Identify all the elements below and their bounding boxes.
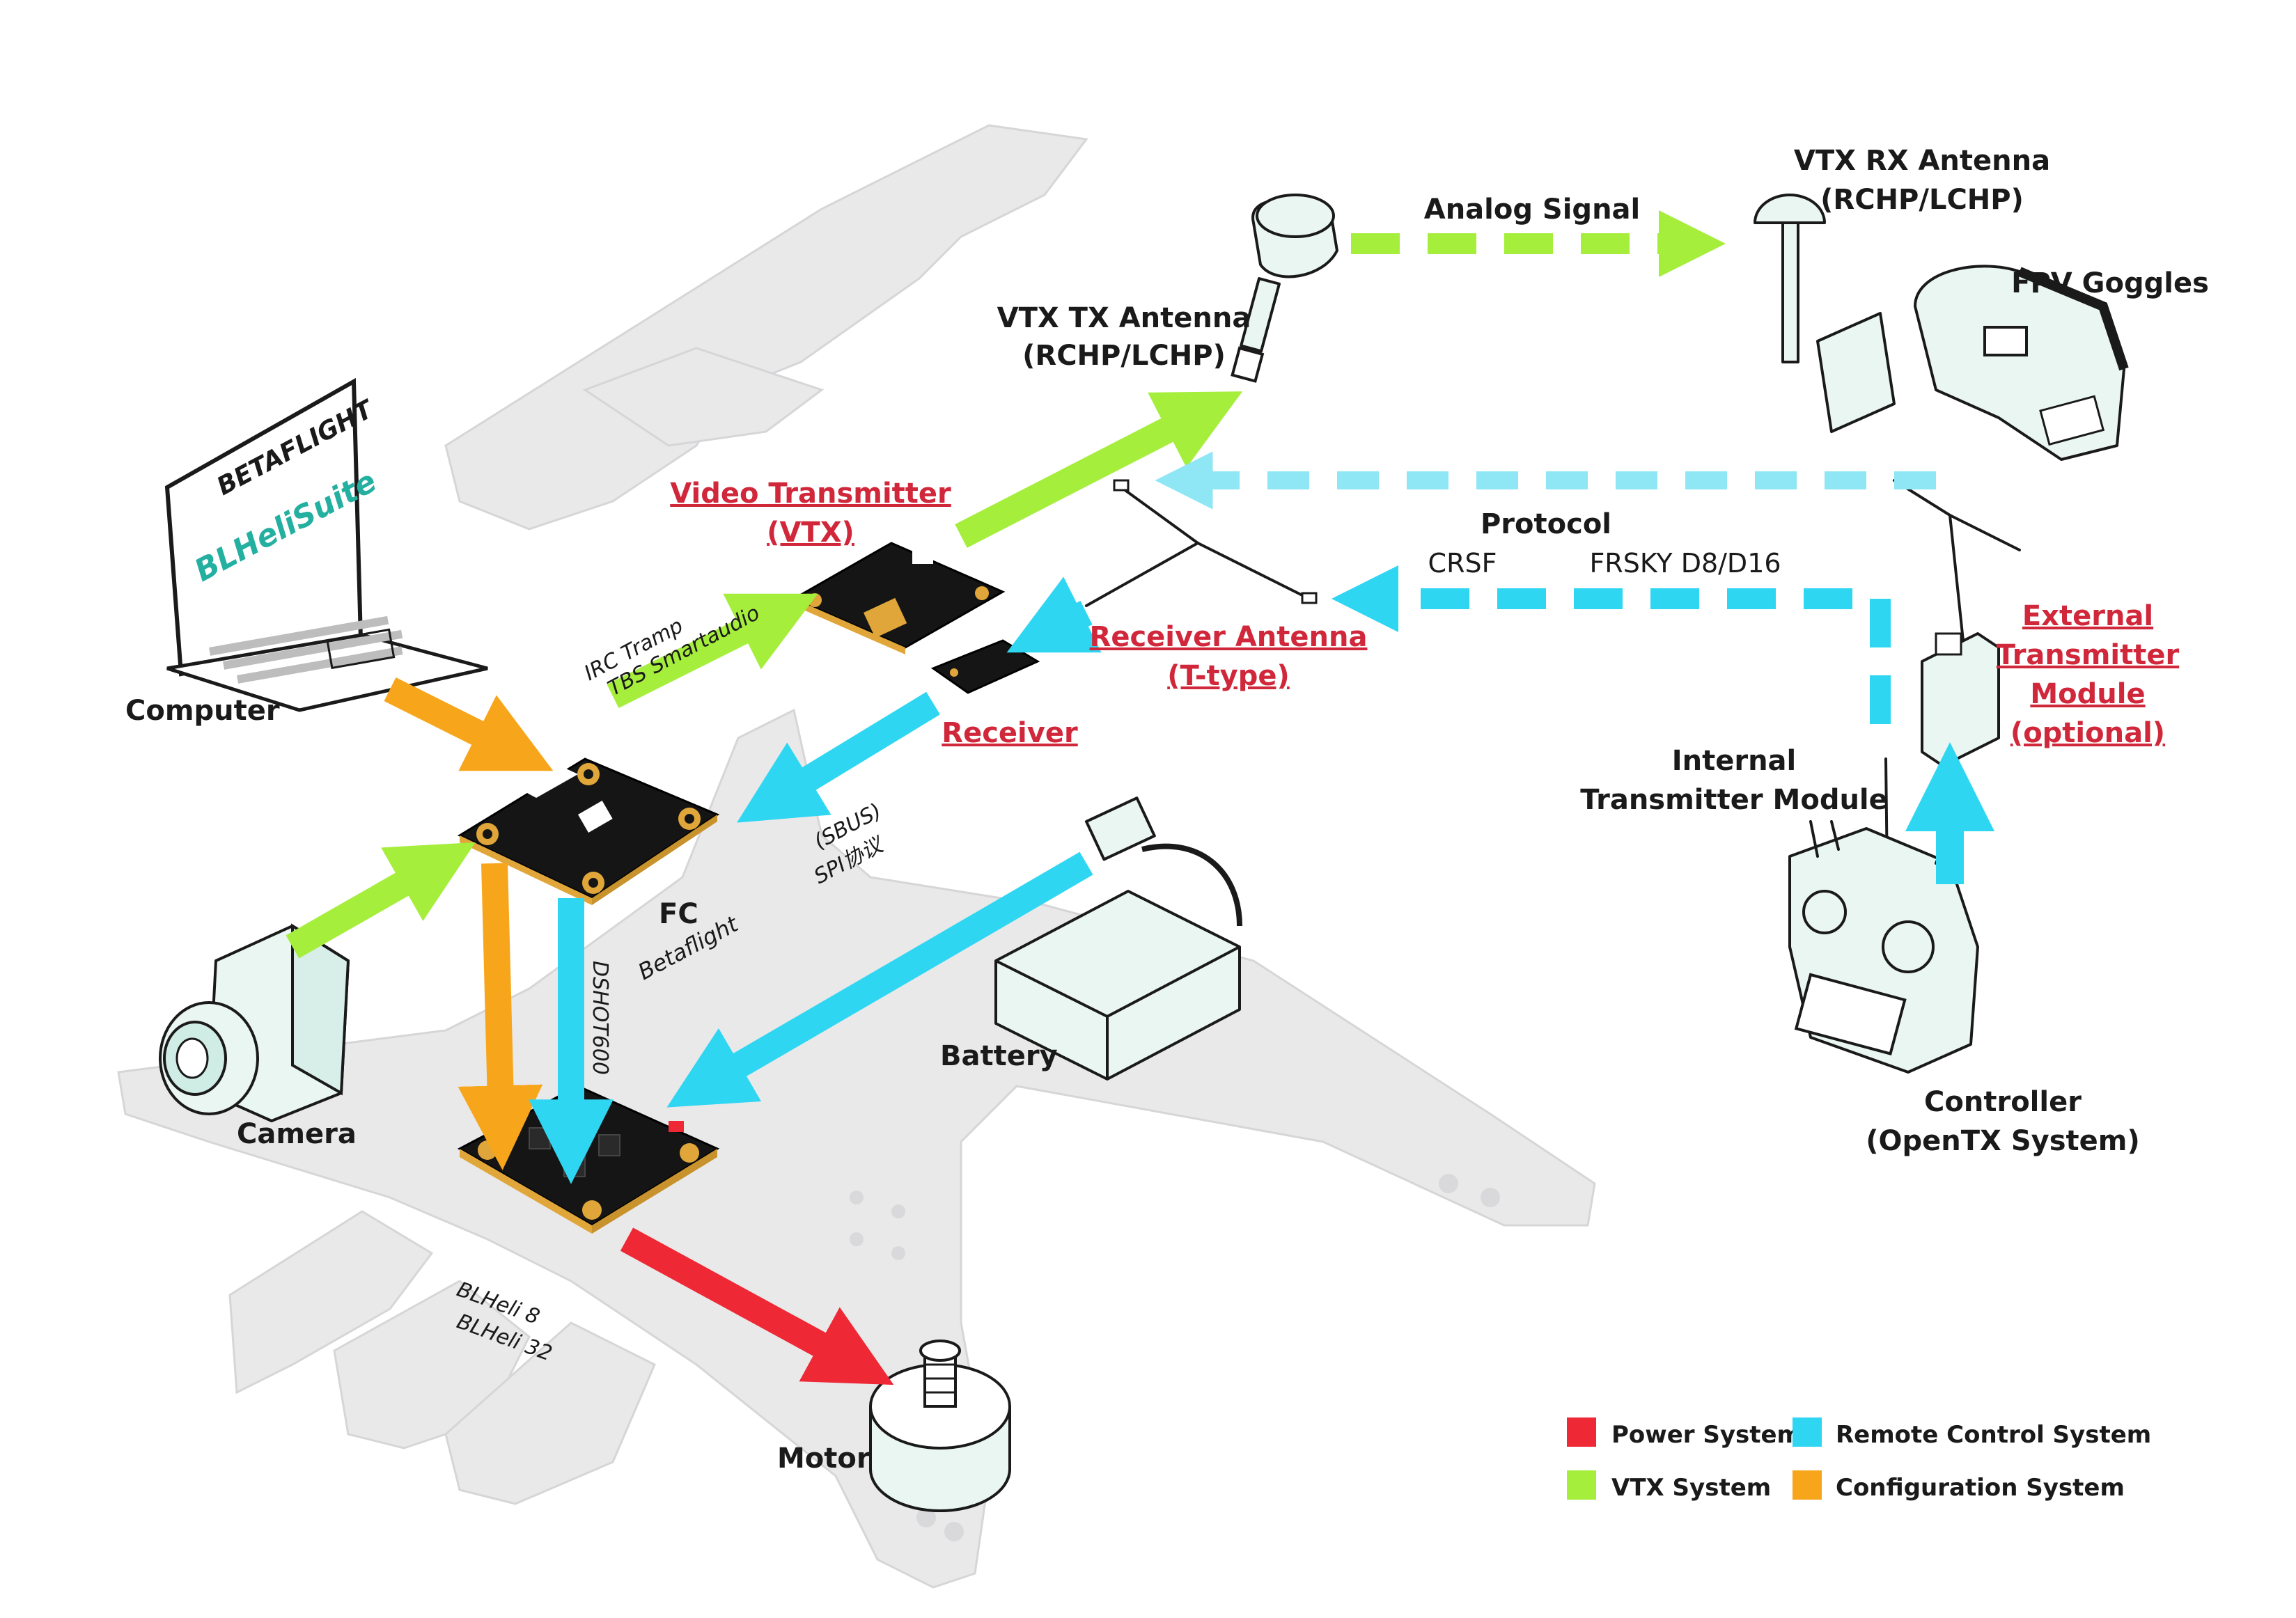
label-ext-l3: Module bbox=[2030, 678, 2145, 710]
legend-label-power: Power System bbox=[1611, 1421, 1802, 1449]
label-dshot: DSHOT600 bbox=[588, 961, 612, 1075]
arrow-vtx-to-antenna bbox=[955, 391, 1243, 548]
label-rx-antenna-l2: (T-type) bbox=[1167, 660, 1290, 692]
label-rx-antenna-l1: Receiver Antenna bbox=[1090, 621, 1368, 653]
label-receiver: Receiver bbox=[942, 717, 1078, 749]
motor-icon bbox=[869, 1340, 1011, 1512]
label-motor: Motor bbox=[777, 1443, 870, 1475]
arrow-fc-to-vtx bbox=[607, 593, 818, 708]
legend: Power System Remote Control System VTX S… bbox=[1567, 1417, 2151, 1502]
legend-swatch-vtx bbox=[1567, 1470, 1596, 1500]
label-ext-l1: External bbox=[2022, 600, 2153, 632]
legend-swatch-power bbox=[1567, 1417, 1596, 1447]
legend-label-remote: Remote Control System bbox=[1836, 1421, 2151, 1449]
arrow-fc-to-esc-config bbox=[458, 863, 543, 1170]
legend-label-config: Configuration System bbox=[1836, 1474, 2125, 1502]
arrow-camera-to-fc bbox=[286, 842, 476, 959]
receiver-board-icon bbox=[930, 639, 1040, 694]
label-goggles: FPV Goggles bbox=[2011, 267, 2209, 299]
labels: Computer Camera FC Betaflight Battery Mo… bbox=[125, 145, 2209, 1475]
camera-icon bbox=[159, 923, 350, 1122]
external-module-icon bbox=[1893, 479, 2021, 767]
label-vtx-rx-l1: VTX RX Antenna bbox=[1794, 145, 2050, 177]
arrow-rxant-to-receiver bbox=[1006, 576, 1102, 653]
arrows bbox=[286, 210, 1995, 1385]
legend-item-config: Configuration System bbox=[1793, 1470, 2125, 1502]
side-plate-1 bbox=[228, 1210, 434, 1395]
label-ext-l4: (optional) bbox=[2010, 717, 2165, 749]
arrow-battery-to-esc bbox=[666, 851, 1093, 1108]
battery-icon bbox=[994, 796, 1242, 1081]
drone-frame bbox=[117, 124, 1596, 1589]
fc-board-icon bbox=[457, 757, 720, 905]
vtx-tx-antenna-icon bbox=[1231, 194, 1338, 383]
controller-icon bbox=[1788, 757, 1979, 1074]
label-vtx-tx-l1: VTX TX Antenna bbox=[997, 302, 1251, 334]
legend-item-power: Power System bbox=[1567, 1417, 1802, 1449]
arrow-computer-to-fc bbox=[384, 677, 554, 771]
label-controller-l1: Controller bbox=[1924, 1086, 2082, 1118]
label-controller-l2: (OpenTX System) bbox=[1866, 1125, 2139, 1157]
legend-label-vtx: VTX System bbox=[1611, 1474, 1771, 1502]
bottom-plate bbox=[117, 708, 1596, 1589]
label-vtx-rx-l2: (RCHP/LCHP) bbox=[1820, 184, 2024, 216]
side-plate-3 bbox=[444, 1321, 656, 1505]
vtx-rx-antenna-icon bbox=[1754, 194, 1896, 433]
t-antenna-icon bbox=[1085, 479, 1318, 607]
label-vtx-l2: (VTX) bbox=[767, 517, 854, 549]
top-plate-arm bbox=[582, 347, 825, 447]
legend-swatch-config bbox=[1793, 1470, 1822, 1500]
label-computer: Computer bbox=[125, 695, 280, 727]
label-internal-l1: Internal bbox=[1672, 745, 1797, 777]
label-frsky: FRSKY D8/D16 bbox=[1589, 548, 1781, 579]
legend-item-vtx: VTX System bbox=[1567, 1470, 1771, 1502]
label-vtx-tx-l2: (RCHP/LCHP) bbox=[1022, 340, 1226, 372]
label-crsf: CRSF bbox=[1428, 548, 1497, 579]
legend-item-remote: Remote Control System bbox=[1793, 1417, 2151, 1449]
label-protocol: Protocol bbox=[1481, 508, 1611, 540]
vtx-board-icon bbox=[791, 542, 1006, 654]
label-battery: Battery bbox=[940, 1040, 1058, 1072]
label-camera: Camera bbox=[237, 1118, 357, 1150]
arrow-receiver-to-fc bbox=[737, 691, 940, 823]
laptop-icon: BETAFLIGHT BLHeliSuite bbox=[164, 377, 488, 712]
legend-swatch-remote bbox=[1793, 1417, 1822, 1447]
label-analog-signal: Analog Signal bbox=[1424, 194, 1641, 226]
label-ext-l2: Transmitter bbox=[1997, 639, 2180, 671]
label-internal-l2: Transmitter Module bbox=[1580, 784, 1888, 816]
top-plate bbox=[444, 124, 1088, 531]
label-fc: FC bbox=[659, 898, 698, 930]
fpv-goggles-icon bbox=[1914, 265, 2129, 461]
arrow-internal-module-to-rxant bbox=[1331, 565, 1891, 724]
label-vtx-l1: Video Transmitter bbox=[670, 478, 951, 510]
arrow-esc-to-motor bbox=[620, 1227, 894, 1385]
